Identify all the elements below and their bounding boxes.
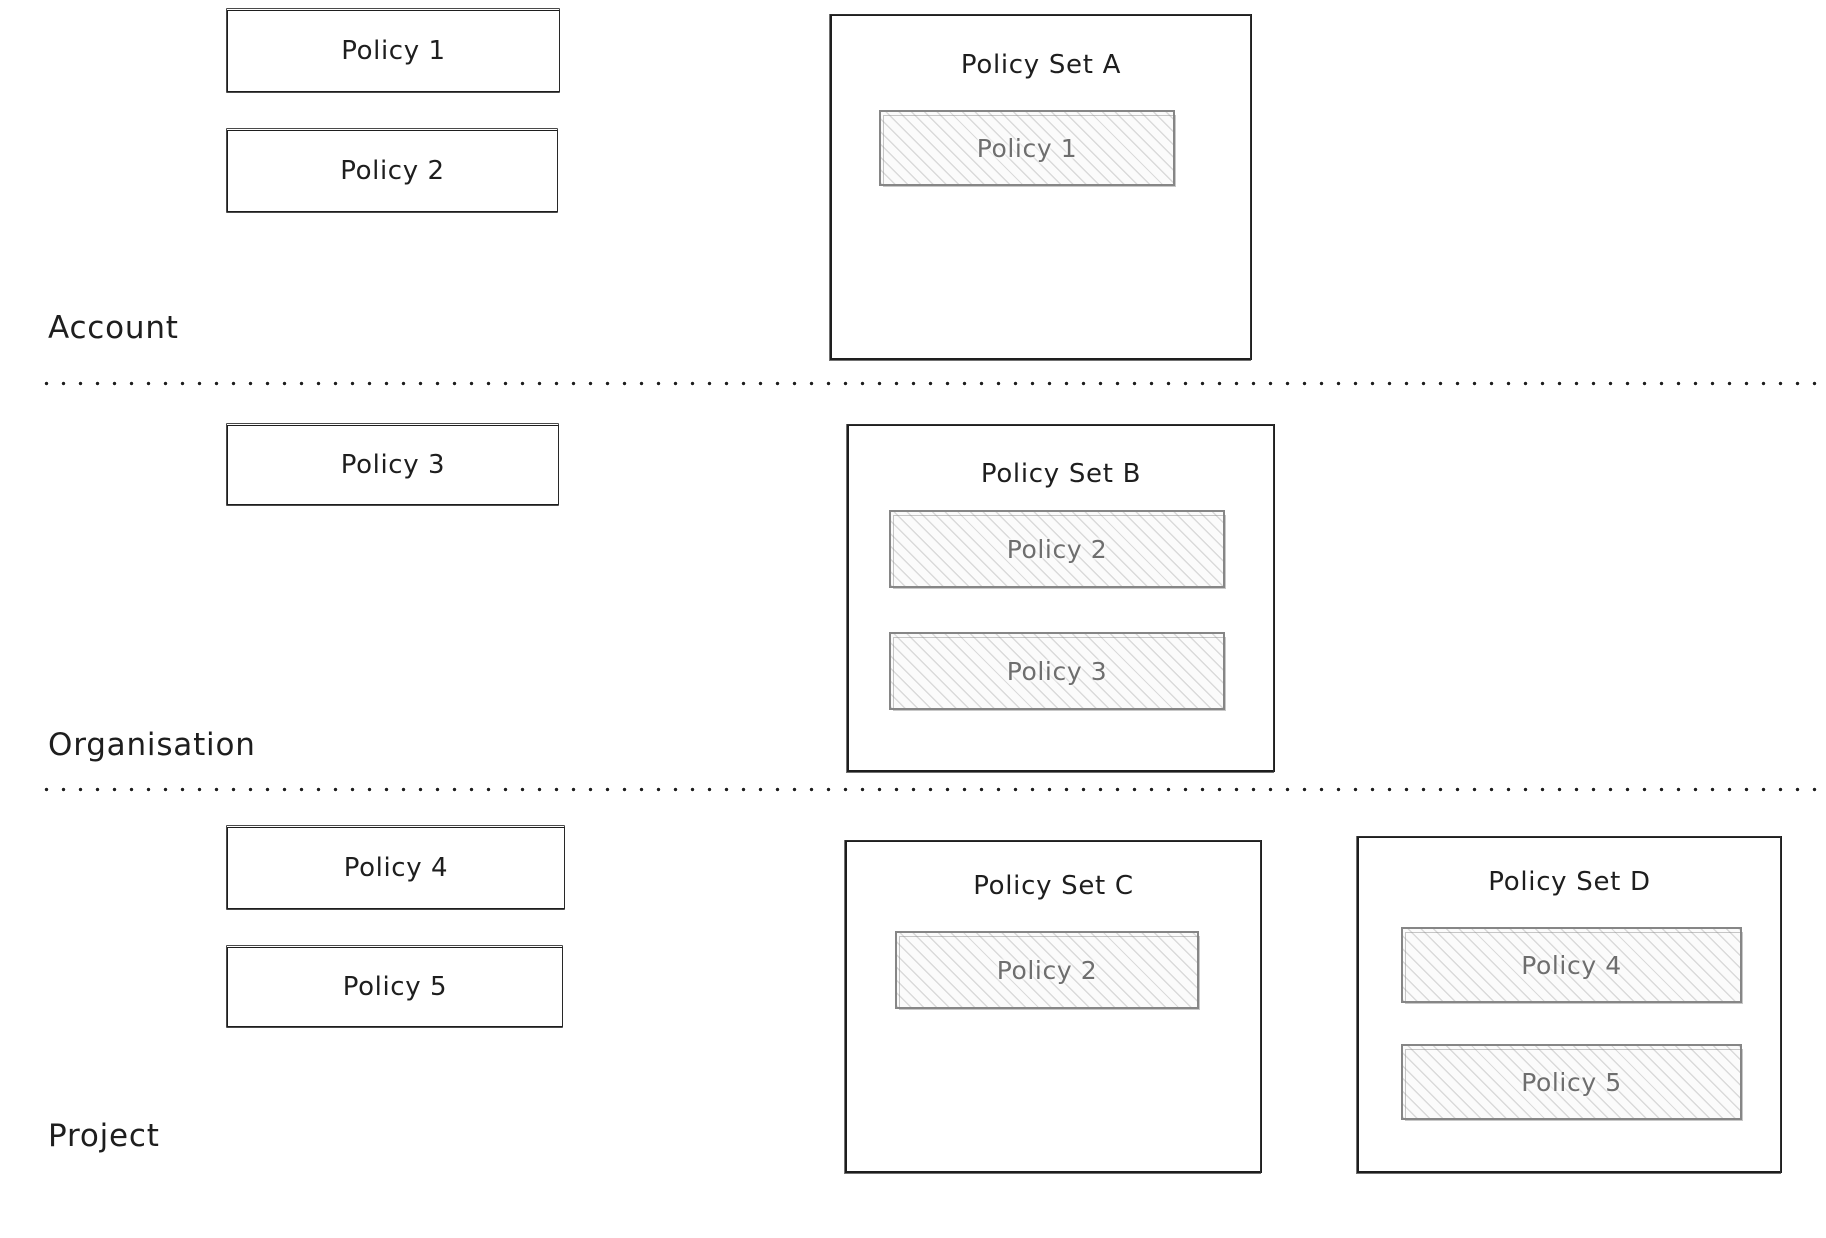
policy-set-d-member-1[interactable]: Policy 4 — [1401, 927, 1743, 1004]
policy-set-title: Policy Set C — [973, 871, 1134, 901]
policy-chip-label: Policy 1 — [976, 133, 1078, 163]
policy-set-title: Policy Set B — [980, 459, 1142, 489]
policy-card-account-2[interactable]: Policy 2 — [227, 130, 558, 212]
policy-set-a-member-1[interactable]: Policy 1 — [879, 110, 1176, 187]
policy-card-label: Policy 5 — [342, 972, 448, 1002]
policy-card-label: Policy 3 — [340, 450, 446, 480]
policy-set-b-member-2[interactable]: Policy 3 — [889, 632, 1226, 711]
policy-card-label: Policy 4 — [343, 853, 449, 883]
policy-set-c-member-1[interactable]: Policy 2 — [895, 931, 1200, 1010]
policy-card-label: Policy 1 — [341, 36, 446, 66]
policy-chip-label: Policy 2 — [996, 955, 1098, 985]
policy-set-d[interactable]: Policy Set D Policy 4 Policy 5 — [1356, 836, 1782, 1174]
policy-chip-label: Policy 2 — [1006, 534, 1108, 564]
policy-chip-label: Policy 4 — [1521, 950, 1622, 980]
policy-set-b[interactable]: Policy Set B Policy 2 Policy 3 — [846, 424, 1275, 773]
policy-card-label: Policy 2 — [340, 156, 445, 186]
policy-set-title: Policy Set D — [1488, 867, 1651, 897]
policy-set-c[interactable]: Policy Set C Policy 2 — [844, 840, 1262, 1174]
policy-chip-label: Policy 5 — [1521, 1067, 1622, 1097]
section-label-project: Project — [48, 1118, 160, 1154]
section-label-organisation: Organisation — [48, 727, 256, 763]
section-label-account: Account — [48, 310, 179, 346]
policy-card-project-2[interactable]: Policy 5 — [227, 947, 563, 1027]
divider-organisation-project — [38, 787, 1818, 792]
policy-card-account-1[interactable]: Policy 1 — [227, 10, 560, 92]
policy-card-organisation-1[interactable]: Policy 3 — [227, 425, 559, 505]
policy-set-d-member-2[interactable]: Policy 5 — [1401, 1044, 1743, 1121]
policy-card-project-1[interactable]: Policy 4 — [227, 827, 565, 909]
policy-chip-label: Policy 3 — [1006, 656, 1108, 686]
divider-account-organisation — [38, 381, 1818, 386]
policy-set-title: Policy Set A — [960, 50, 1122, 80]
policy-set-b-member-1[interactable]: Policy 2 — [889, 510, 1226, 589]
policy-set-a[interactable]: Policy Set A Policy 1 — [829, 14, 1252, 361]
